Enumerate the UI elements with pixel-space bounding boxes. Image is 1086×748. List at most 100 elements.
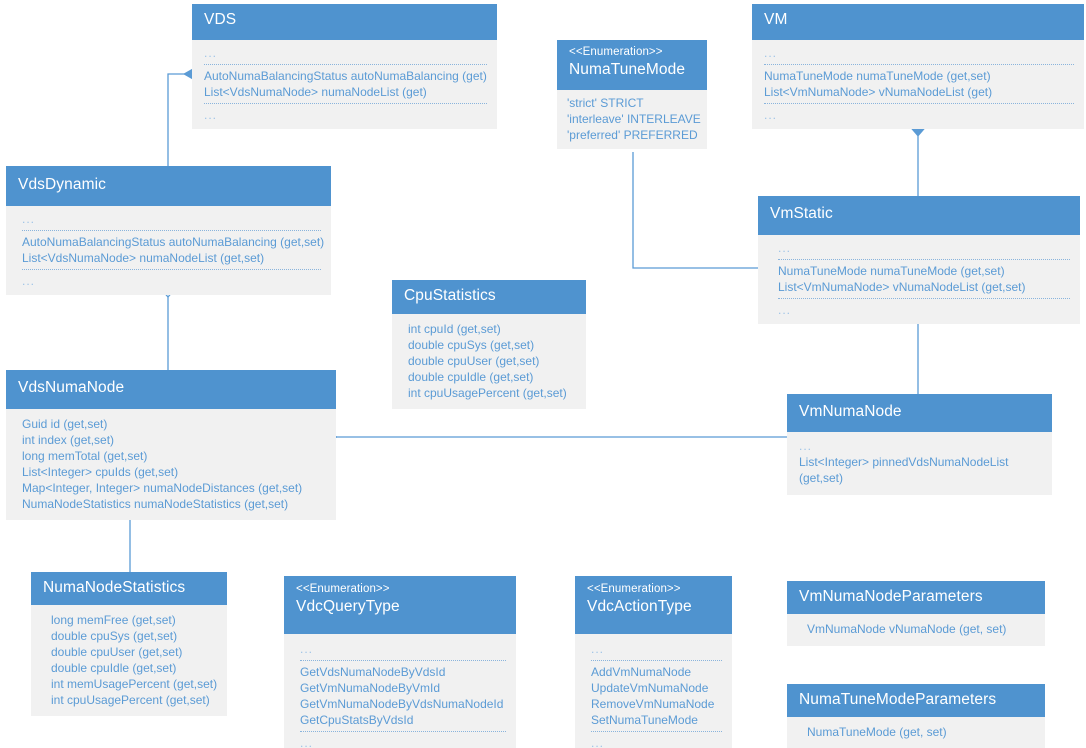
class-row: ... xyxy=(764,46,778,60)
enum-row: GetCpuStatsByVdsId xyxy=(300,713,414,727)
class-row: int cpuUsagePercent (get,set) xyxy=(51,693,210,707)
class-header-vdcactiontype: <<Enumeration>> VdcActionType xyxy=(575,576,732,634)
class-row: ... xyxy=(22,212,36,226)
class-box-vmnumanodeparameters[interactable]: VmNumaNodeParameters VmNumaNode vNumaNod… xyxy=(787,581,1045,646)
class-title-vds: VDS xyxy=(204,11,237,28)
class-body-vds: ... AutoNumaBalancingStatus autoNumaBala… xyxy=(192,40,497,129)
enum-row: RemoveVmNumaNode xyxy=(591,697,715,711)
class-header-vdsnumanode: VdsNumaNode xyxy=(6,370,336,409)
class-box-vdcquerytype[interactable]: <<Enumeration>> VdcQueryType ... GetVdsN… xyxy=(284,576,516,748)
class-row: ... xyxy=(204,46,218,60)
enum-row: GetVdsNumaNodeByVdsId xyxy=(300,665,446,679)
enum-row: 'interleave' INTERLEAVE xyxy=(567,112,701,126)
class-row: List<VmNumaNode> vNumaNodeList (get) xyxy=(764,85,993,99)
class-row: double cpuSys (get,set) xyxy=(51,629,178,643)
class-row: Guid id (get,set) xyxy=(22,417,108,431)
class-title-vdcquerytype: VdcQueryType xyxy=(296,598,400,615)
class-header-cpustatistics: CpuStatistics xyxy=(392,280,586,314)
class-body-vdcquerytype: ... GetVdsNumaNodeByVdsId GetVmNumaNodeB… xyxy=(284,634,516,748)
class-row: double cpuUser (get,set) xyxy=(51,645,183,659)
enum-row: GetVmNumaNodeByVmId xyxy=(300,681,441,695)
class-row: NumaTuneMode numaTuneMode (get,set) xyxy=(764,69,991,83)
class-header-numatunemodeparameters: NumaTuneModeParameters xyxy=(787,684,1045,717)
enum-row: 'strict' STRICT xyxy=(567,96,644,110)
class-row: double cpuUser (get,set) xyxy=(408,354,540,368)
class-box-vdsnumanode[interactable]: VdsNumaNode Guid id (get,set) int index … xyxy=(6,370,336,520)
class-body-numatunemode: 'strict' STRICT 'interleave' INTERLEAVE … xyxy=(557,90,707,149)
class-row: NumaTuneMode (get, set) xyxy=(807,725,947,739)
class-box-vmnumanode[interactable]: VmNumaNode ... List<Integer> pinnedVdsNu… xyxy=(787,394,1052,495)
class-box-vmstatic[interactable]: VmStatic ... NumaTuneMode numaTuneMode (… xyxy=(758,196,1080,324)
class-box-numanodestatistics[interactable]: NumaNodeStatistics long memFree (get,set… xyxy=(31,572,227,716)
class-header-vm: VM xyxy=(752,4,1084,40)
class-box-vdcactiontype[interactable]: <<Enumeration>> VdcActionType ... AddVmN… xyxy=(575,576,732,748)
section-divider xyxy=(778,259,1070,260)
class-body-numanodestatistics: long memFree (get,set) double cpuSys (ge… xyxy=(31,605,227,716)
class-row: ... xyxy=(778,241,792,255)
class-title-vdsdynamic: VdsDynamic xyxy=(18,176,106,193)
class-row: (get,set) xyxy=(799,471,844,485)
class-row: List<VmNumaNode> vNumaNodeList (get,set) xyxy=(778,280,1026,294)
class-row: double cpuIdle (get,set) xyxy=(51,661,177,675)
class-title-vm: VM xyxy=(764,11,788,28)
class-header-numanodestatistics: NumaNodeStatistics xyxy=(31,572,227,605)
enum-row: ... xyxy=(591,642,605,656)
class-box-numatunemode[interactable]: <<Enumeration>> NumaTuneMode 'strict' ST… xyxy=(557,40,707,149)
class-row: long memFree (get,set) xyxy=(51,613,176,627)
class-row: List<VdsNumaNode> numaNodeList (get) xyxy=(204,85,427,99)
class-title-vmstatic: VmStatic xyxy=(770,205,833,222)
class-row: List<Integer> cpuIds (get,set) xyxy=(22,465,179,479)
section-divider xyxy=(204,64,487,65)
class-box-cpustatistics[interactable]: CpuStatistics int cpuId (get,set) double… xyxy=(392,280,586,409)
enum-row: ... xyxy=(300,642,314,656)
class-stereotype-vdcquerytype: <<Enumeration>> xyxy=(296,583,390,595)
class-title-vmnumanodeparameters: VmNumaNodeParameters xyxy=(799,588,983,605)
class-row: List<Integer> pinnedVdsNumaNodeList xyxy=(799,455,1009,469)
class-body-vdsnumanode: Guid id (get,set) int index (get,set) lo… xyxy=(6,409,336,520)
class-stereotype-numatunemode: <<Enumeration>> xyxy=(569,46,663,58)
class-row: ... xyxy=(204,108,218,122)
class-row: ... xyxy=(799,439,813,453)
class-box-vm[interactable]: VM ... NumaTuneMode numaTuneMode (get,se… xyxy=(752,4,1084,129)
class-title-vdsnumanode: VdsNumaNode xyxy=(18,379,125,396)
class-row: int cpuId (get,set) xyxy=(408,322,501,336)
class-body-cpustatistics: int cpuId (get,set) double cpuSys (get,s… xyxy=(392,314,586,409)
class-row: NumaTuneMode numaTuneMode (get,set) xyxy=(778,264,1005,278)
enum-row: ... xyxy=(300,736,314,748)
class-row: long memTotal (get,set) xyxy=(22,449,148,463)
class-row: AutoNumaBalancingStatus autoNumaBalancin… xyxy=(22,235,325,249)
class-stereotype-vdcactiontype: <<Enumeration>> xyxy=(587,583,681,595)
class-body-vmnumanodeparameters: VmNumaNode vNumaNode (get, set) xyxy=(787,614,1045,646)
section-divider xyxy=(778,298,1070,299)
class-row: ... xyxy=(778,303,792,317)
enum-row: SetNumaTuneMode xyxy=(591,713,698,727)
enum-row: UpdateVmNumaNode xyxy=(591,681,709,695)
class-header-vdsdynamic: VdsDynamic xyxy=(6,166,331,206)
class-row: int cpuUsagePercent (get,set) xyxy=(408,386,567,400)
class-body-vmnumanode: ... List<Integer> pinnedVdsNumaNodeList … xyxy=(787,432,1052,495)
class-header-vmnumanodeparameters: VmNumaNodeParameters xyxy=(787,581,1045,614)
class-title-cpustatistics: CpuStatistics xyxy=(404,287,496,304)
section-divider xyxy=(22,230,321,231)
class-title-numatunemode: NumaTuneMode xyxy=(569,61,686,78)
class-title-vmnumanode: VmNumaNode xyxy=(799,403,902,420)
class-row: Map<Integer, Integer> numaNodeDistances … xyxy=(22,481,303,495)
class-title-numanodestatistics: NumaNodeStatistics xyxy=(43,579,186,596)
section-divider xyxy=(591,660,722,661)
section-divider xyxy=(22,269,321,270)
section-divider xyxy=(764,64,1074,65)
class-header-vdcquerytype: <<Enumeration>> VdcQueryType xyxy=(284,576,516,634)
class-row: int memUsagePercent (get,set) xyxy=(51,677,218,691)
class-title-numatunemodeparameters: NumaTuneModeParameters xyxy=(799,691,997,708)
class-row: double cpuIdle (get,set) xyxy=(408,370,534,384)
class-header-vds: VDS xyxy=(192,4,497,40)
enum-row: AddVmNumaNode xyxy=(591,665,692,679)
section-divider xyxy=(764,103,1074,104)
class-body-numatunemodeparameters: NumaTuneMode (get, set) xyxy=(787,717,1045,748)
class-box-vdsdynamic[interactable]: VdsDynamic ... AutoNumaBalancingStatus a… xyxy=(6,166,331,295)
class-box-vds[interactable]: VDS ... AutoNumaBalancingStatus autoNuma… xyxy=(192,4,497,129)
enum-row: GetVmNumaNodeByVdsNumaNodeId xyxy=(300,697,504,711)
class-body-vdsdynamic: ... AutoNumaBalancingStatus autoNumaBala… xyxy=(6,206,331,295)
class-box-numatunemodeparameters[interactable]: NumaTuneModeParameters NumaTuneMode (get… xyxy=(787,684,1045,748)
